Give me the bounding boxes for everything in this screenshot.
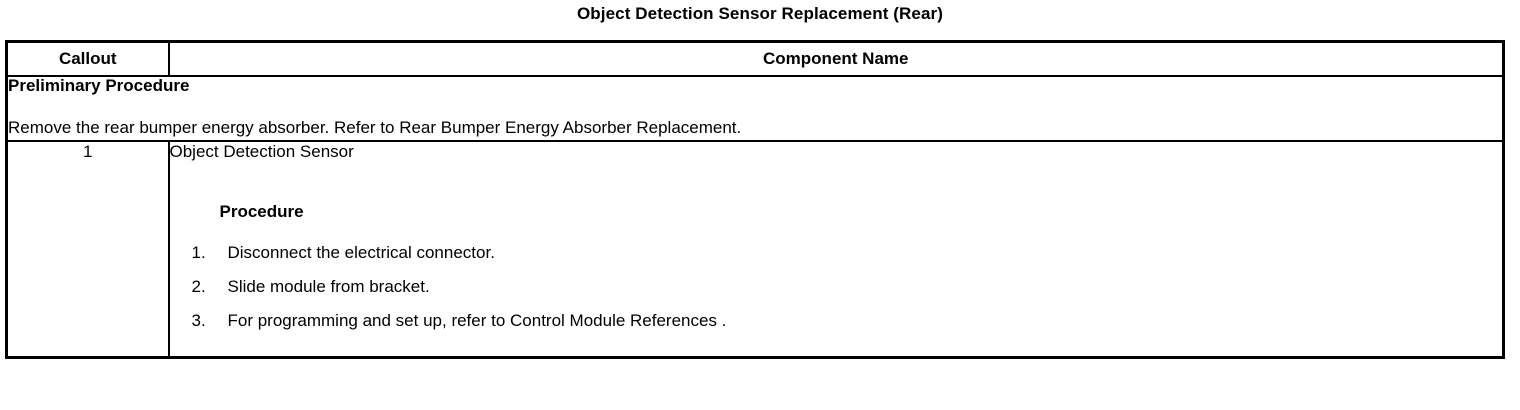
preliminary-procedure-heading: Preliminary Procedure [8, 76, 190, 95]
page-title: Object Detection Sensor Replacement (Rea… [576, 4, 944, 23]
step-number: 1. [191, 242, 206, 262]
step-text: Slide module from bracket. [227, 276, 430, 296]
component-detail-cell: Object Detection Sensor Procedure 1. Dis… [167, 139, 1505, 359]
list-item: 1. Disconnect the electrical connector. [170, 244, 1503, 261]
list-item: 3. For programming and set up, refer to … [170, 312, 1503, 329]
procedure-table: Callout Component Name Preliminary Proce… [5, 40, 1505, 359]
callout-number: 1 [5, 139, 170, 359]
step-text: Disconnect the electrical connector. [227, 242, 495, 262]
table-row: 1 Object Detection Sensor Procedure 1. D… [5, 139, 1505, 359]
preliminary-procedure-row: Preliminary Procedure Remove the rear bu… [5, 75, 1505, 142]
column-header-callout: Callout [5, 40, 170, 77]
step-text: For programming and set up, refer to Con… [227, 310, 727, 330]
table-header-row: Callout Component Name [5, 40, 1505, 77]
procedure-subheading: Procedure [219, 201, 304, 221]
step-number: 2. [191, 276, 206, 296]
preliminary-procedure-text: Remove the rear bumper energy absorber. … [8, 118, 742, 138]
column-header-component-name: Component Name [167, 40, 1505, 77]
step-number: 3. [191, 310, 206, 330]
preliminary-procedure-cell: Preliminary Procedure Remove the rear bu… [5, 75, 1505, 142]
list-item: 2. Slide module from bracket. [170, 278, 1503, 295]
procedure-step-list: 1. Disconnect the electrical connector. … [170, 244, 1503, 329]
component-name-label: Object Detection Sensor [169, 141, 354, 161]
